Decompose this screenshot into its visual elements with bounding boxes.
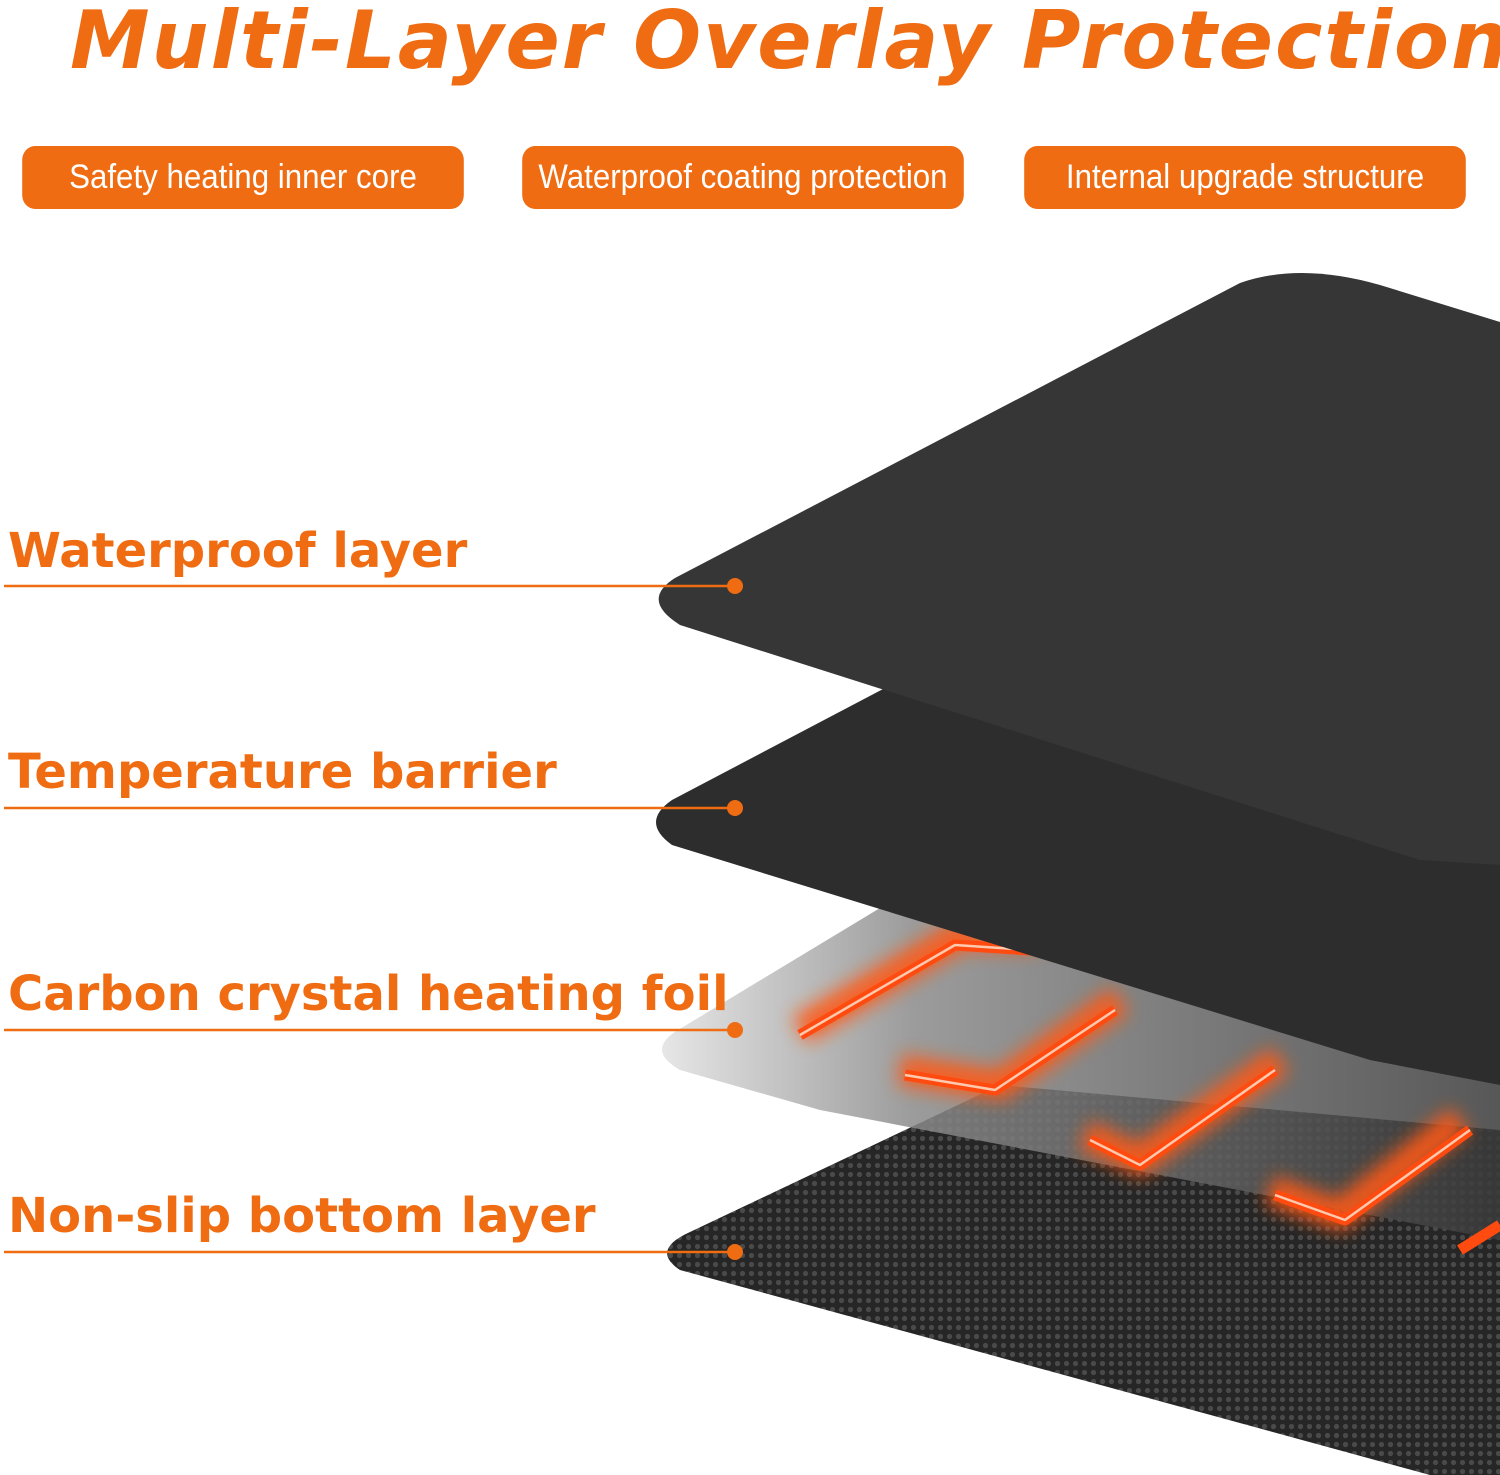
layer-label-heating-foil: Carbon crystal heating foil: [8, 966, 729, 1022]
layer-label-temperature-barrier: Temperature barrier: [8, 744, 557, 800]
feature-badge-waterproof-coating: Waterproof coating protection: [522, 146, 964, 209]
feature-badge-safety-core: Safety heating inner core: [22, 146, 464, 209]
connector-dot-temperature: [727, 800, 743, 816]
feature-badge-internal-structure: Internal upgrade structure: [1024, 146, 1466, 209]
connector-dots: [727, 578, 743, 1260]
layer-label-non-slip: Non-slip bottom layer: [8, 1188, 596, 1244]
page-title: Multi-Layer Overlay Protection: [70, 0, 1500, 87]
layer-label-waterproof: Waterproof layer: [8, 523, 468, 579]
connector-lines: [4, 584, 735, 1254]
connector-dot-waterproof: [727, 578, 743, 594]
connector-dot-heating-foil: [727, 1022, 743, 1038]
connector-dot-non-slip: [727, 1244, 743, 1260]
waterproof-layer: [658, 272, 1500, 865]
